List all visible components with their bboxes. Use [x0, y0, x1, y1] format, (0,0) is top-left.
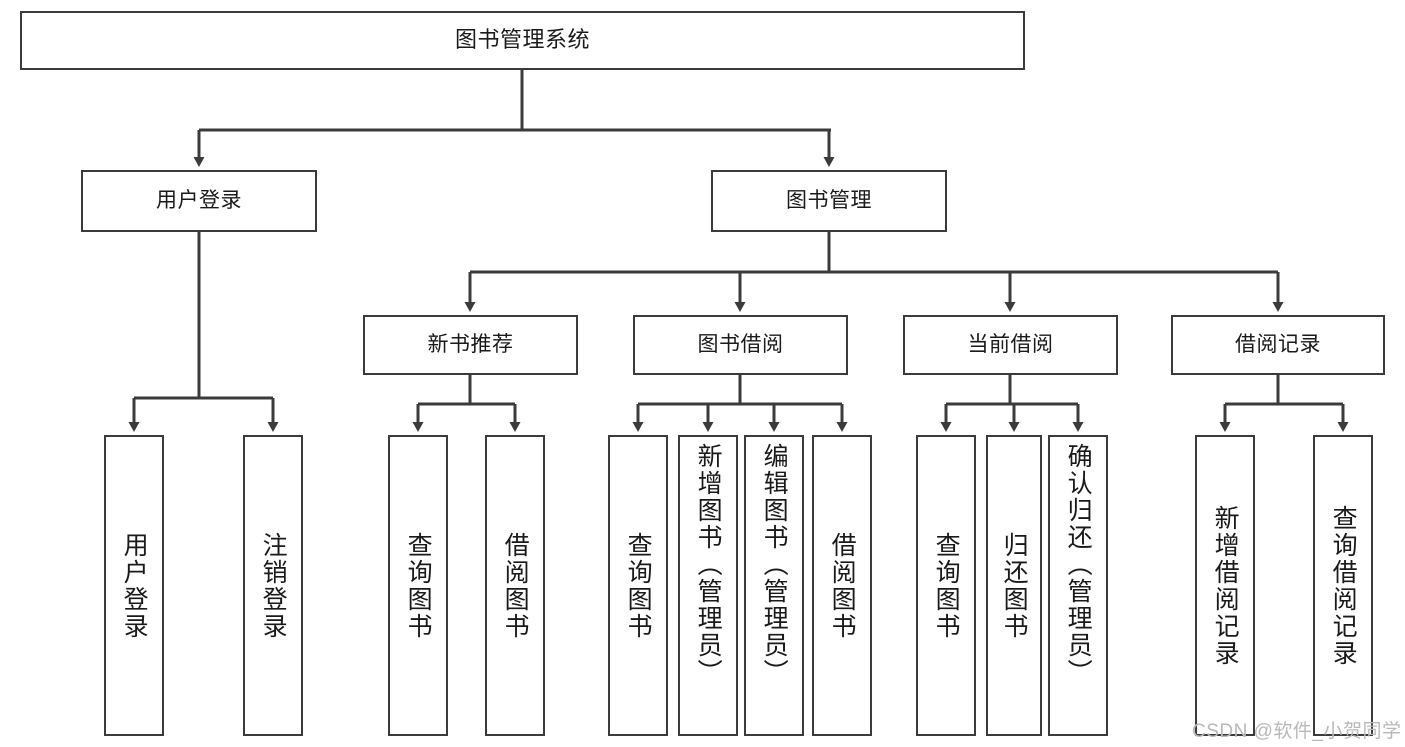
- node-user-login-label: 用户登录: [156, 189, 242, 213]
- node-leaf-confirm-return[interactable]: 确认归还（管理员）: [1048, 435, 1108, 736]
- node-current-borrow-label: 当前借阅: [967, 333, 1054, 357]
- node-leaf-return-book[interactable]: 归还图书: [986, 435, 1042, 736]
- node-leaf-confirm-return-label: 确认归还（管理员）: [1064, 443, 1093, 686]
- node-user-login[interactable]: 用户登录: [81, 170, 317, 232]
- node-leaf-logout-label: 注销登录: [259, 531, 288, 640]
- node-leaf-edit-book[interactable]: 编辑图书（管理员）: [744, 435, 804, 736]
- node-new-book-recommend[interactable]: 新书推荐: [363, 315, 578, 375]
- node-current-borrow[interactable]: 当前借阅: [903, 315, 1118, 375]
- node-new-book-recommend-label: 新书推荐: [427, 333, 514, 357]
- node-leaf-edit-book-label: 编辑图书（管理员）: [760, 443, 789, 686]
- node-leaf-query-book-1[interactable]: 查询图书: [388, 435, 448, 736]
- node-leaf-query-record[interactable]: 查询借阅记录: [1313, 435, 1373, 736]
- node-root[interactable]: 图书管理系统: [20, 11, 1025, 70]
- node-leaf-add-book[interactable]: 新增图书（管理员）: [678, 435, 738, 736]
- node-borrow-record-label: 借阅记录: [1235, 333, 1321, 357]
- csdn-watermark: CSDN @软件_小贺同学: [1192, 721, 1402, 742]
- node-leaf-query-record-label: 查询借阅记录: [1329, 504, 1358, 667]
- node-leaf-borrow-book-2[interactable]: 借阅图书: [812, 435, 872, 736]
- node-leaf-add-book-label: 新增图书（管理员）: [694, 443, 723, 686]
- node-book-management[interactable]: 图书管理: [711, 170, 947, 232]
- node-leaf-logout[interactable]: 注销登录: [243, 435, 303, 736]
- node-leaf-add-record[interactable]: 新增借阅记录: [1195, 435, 1255, 736]
- node-leaf-user-login-label: 用户登录: [120, 531, 149, 640]
- node-leaf-user-login[interactable]: 用户登录: [104, 435, 164, 736]
- node-leaf-borrow-book-2-label: 借阅图书: [828, 531, 857, 640]
- node-leaf-query-book-2-label: 查询图书: [624, 531, 653, 640]
- node-leaf-borrow-book-1[interactable]: 借阅图书: [485, 435, 545, 736]
- node-leaf-query-book-3-label: 查询图书: [932, 531, 961, 640]
- node-root-label: 图书管理系统: [454, 27, 590, 53]
- node-leaf-return-book-label: 归还图书: [1000, 531, 1029, 640]
- node-book-management-label: 图书管理: [786, 189, 872, 213]
- node-borrow-record[interactable]: 借阅记录: [1171, 315, 1385, 375]
- node-book-borrow-label: 图书借阅: [697, 333, 784, 357]
- node-leaf-query-book-2[interactable]: 查询图书: [608, 435, 668, 736]
- node-leaf-add-record-label: 新增借阅记录: [1211, 504, 1240, 667]
- node-leaf-query-book-3[interactable]: 查询图书: [916, 435, 976, 736]
- node-leaf-borrow-book-1-label: 借阅图书: [501, 531, 530, 640]
- node-leaf-query-book-1-label: 查询图书: [404, 531, 433, 640]
- node-book-borrow[interactable]: 图书借阅: [633, 315, 848, 375]
